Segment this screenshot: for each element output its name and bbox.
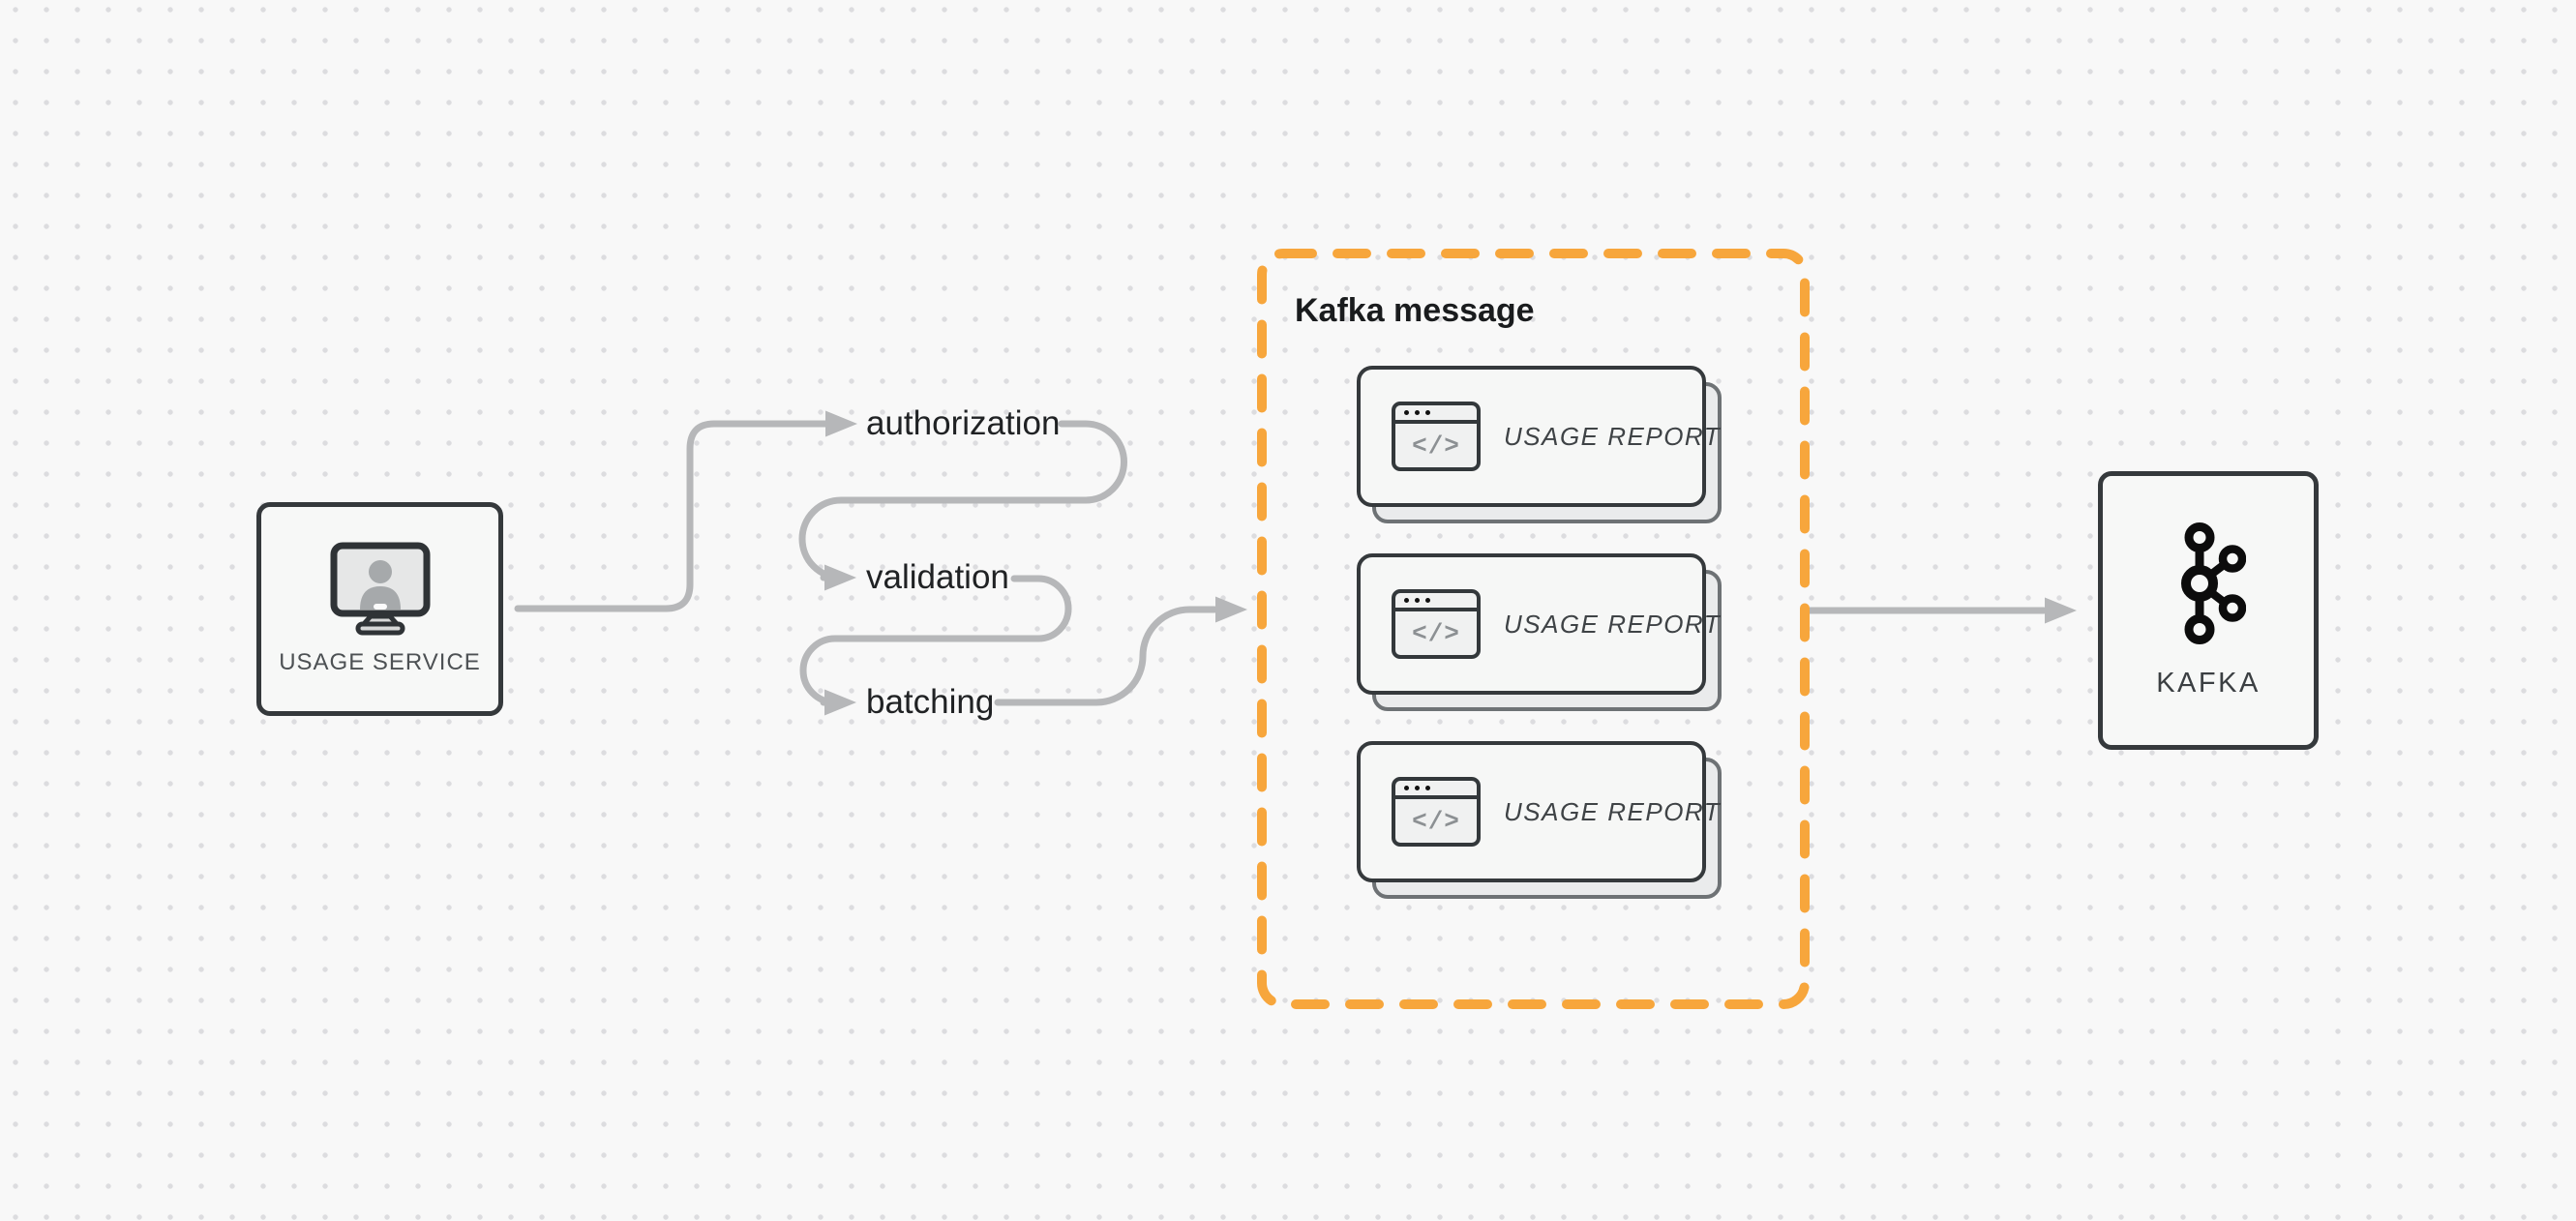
code-window-icon: </> [1392,777,1481,847]
code-window-icon: </> [1392,589,1481,659]
usage-report-card[interactable]: </> USAGE REPORT [1357,741,1720,882]
usage-report-label: USAGE REPORT [1504,421,1722,451]
arrowhead-validation-icon [824,564,856,591]
kafka-message-group-title: Kafka message [1295,292,1535,329]
usage-service-node[interactable]: USAGE SERVICE [256,502,503,716]
usage-report-label: USAGE REPORT [1504,609,1722,639]
connector-authorization-to-validation[interactable] [798,420,1127,581]
connector-batching-to-group[interactable] [994,606,1218,706]
arrowhead-group-icon [1215,596,1247,623]
connector-validation-to-batching[interactable] [799,575,1072,706]
kafka-logo-icon [2181,521,2246,644]
step-authorization[interactable]: authorization [866,404,1061,442]
usage-report-card[interactable]: </> USAGE REPORT [1357,553,1720,695]
arrowhead-kafka-icon [2045,597,2077,624]
code-window-icon: </> [1392,402,1481,471]
kafka-label: KAFKA [2156,667,2261,699]
connector-usage-to-authorization[interactable] [514,420,829,612]
kafka-node[interactable]: KAFKA [2098,471,2319,750]
step-validation[interactable]: validation [866,558,1009,596]
arrowhead-authorization-icon [825,410,857,437]
usage-report-card[interactable]: </> USAGE REPORT [1357,366,1720,507]
step-batching[interactable]: batching [866,683,995,721]
usage-report-label: USAGE REPORT [1504,796,1722,826]
kafka-message-group-border[interactable] [1257,249,1810,1009]
code-glyph: </> [1412,806,1460,836]
monitor-user-icon [330,542,430,636]
usage-service-label: USAGE SERVICE [279,649,481,675]
code-glyph: </> [1412,618,1460,648]
arrowhead-batching-icon [824,689,856,716]
code-glyph: </> [1412,431,1460,461]
